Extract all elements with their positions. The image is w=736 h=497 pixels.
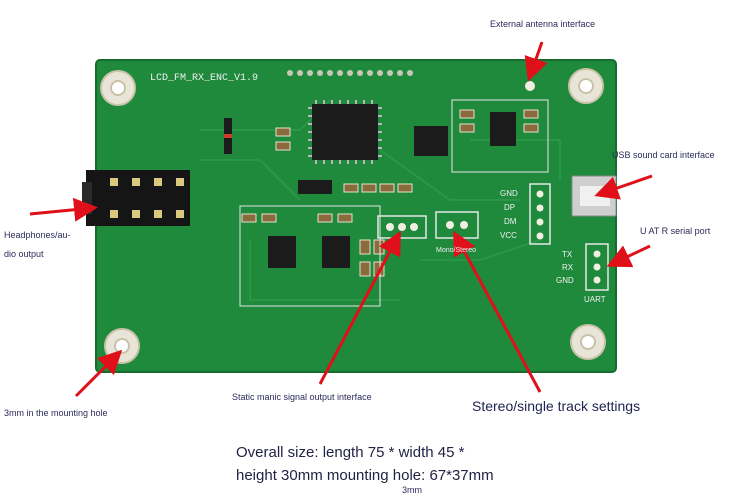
spec-line-1: Overall size: length 75 * width 45 *: [236, 444, 465, 461]
usb-pin-dp: DP: [504, 203, 515, 212]
mono-stereo-silk: Mono/Stereo: [436, 247, 476, 254]
spec-line-3: 3mm: [402, 485, 422, 495]
usb-pin-vcc: VCC: [500, 231, 517, 240]
spec-line-2: height 30mm mounting hole: 67*37mm: [236, 467, 494, 484]
usb-annotation: USB sound card interface: [612, 150, 715, 160]
usb-pin-dm: DM: [504, 217, 517, 226]
mounting-hole: [100, 68, 606, 364]
arrow-static: [318, 230, 401, 385]
chip: [322, 236, 350, 268]
antenna-annotation: External antenna interface: [490, 19, 596, 29]
arrow-usb: [594, 174, 653, 200]
uart-pin-rx: RX: [562, 263, 574, 272]
uart-pin-gnd: GND: [556, 276, 574, 285]
main-chip: [312, 104, 378, 160]
usb-pin-gnd: GND: [500, 189, 518, 198]
uart-pin-tx: TX: [562, 250, 573, 259]
usb-header: [529, 183, 551, 245]
uart-pin-labels: TX RX GND UART: [556, 250, 606, 304]
output-header: [377, 215, 427, 239]
static-output-annotation: Static manic signal output interface: [232, 392, 372, 402]
headphones-annotation-line1: Headphones/au-: [4, 230, 71, 240]
uart-annotation: U AT R serial port: [640, 226, 711, 236]
board-title-silk: LCD_FM_RX_ENC_V1.9: [150, 73, 258, 84]
arrow-uart: [606, 244, 651, 268]
chip: [414, 126, 448, 156]
arrow-mounting: [74, 349, 123, 398]
arrow-antenna: [524, 41, 548, 82]
stereo-annotation: Stereo/single track settings: [472, 398, 641, 414]
antenna-pad: [525, 81, 535, 91]
headphones-annotation-line2: dio output: [4, 249, 44, 259]
arrow-stereo: [453, 230, 542, 393]
usb-pin-labels: GND DP DM VCC: [500, 189, 518, 240]
chip: [268, 236, 296, 268]
uart-silk: UART: [584, 295, 606, 304]
arrow-headphones: [29, 197, 98, 222]
chip: [490, 112, 516, 146]
mounting-annotation: 3mm in the mounting hole: [4, 408, 108, 418]
